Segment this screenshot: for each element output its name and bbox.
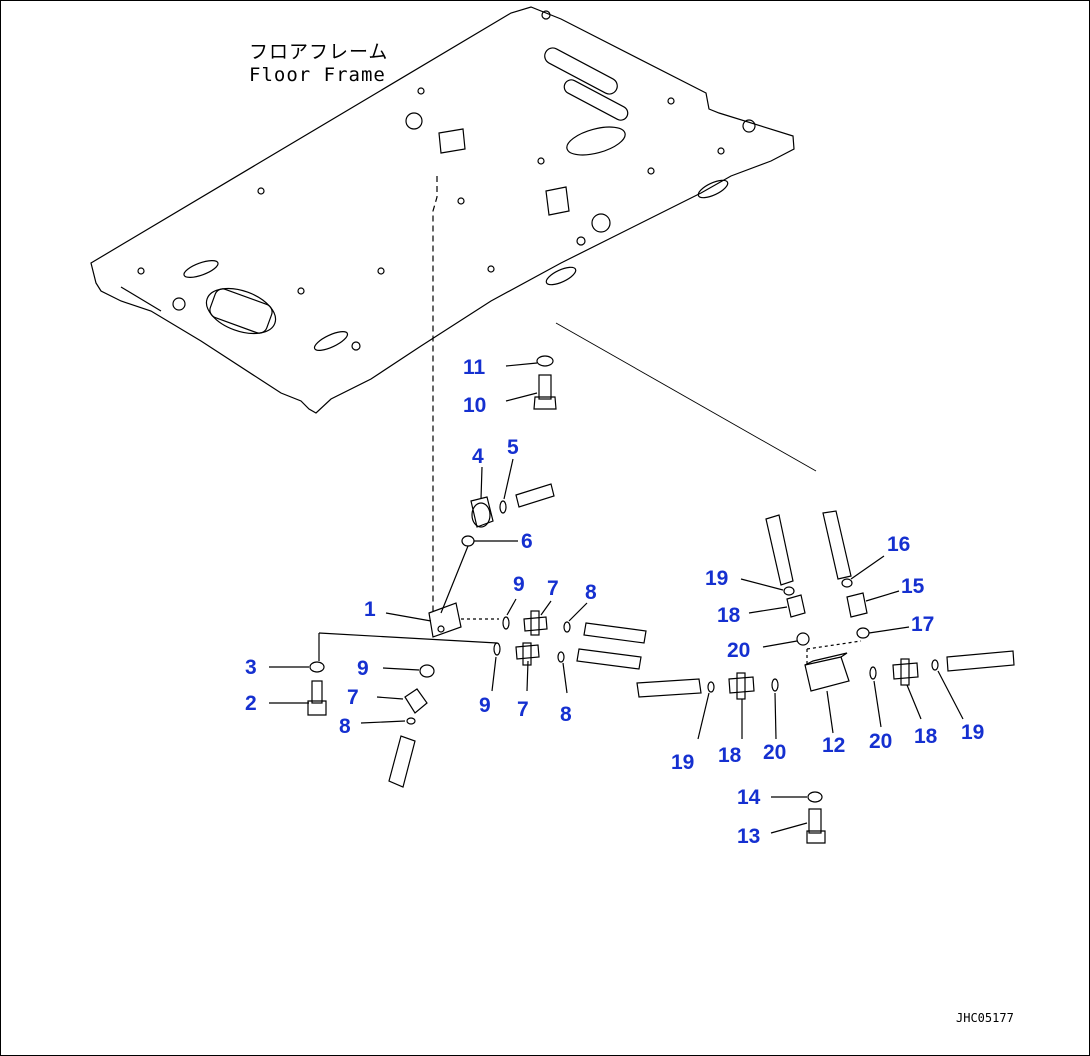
callout-16[interactable]: 16 [887,533,911,556]
drawing-code: JHC05177 [956,1011,1014,1025]
part-17-o-ring [856,626,910,639]
callout-12[interactable]: 12 [822,734,846,757]
part-20-o-ring-left [771,678,779,740]
callout-18-left[interactable]: 18 [718,744,742,767]
callout-7-lower[interactable]: 7 [347,686,359,709]
callout-4[interactable]: 4 [472,445,484,468]
callout-18[interactable]: 18 [717,604,741,627]
callout-1[interactable]: 1 [364,598,376,621]
part-15-elbow [846,590,900,618]
part-9-o-ring-lower [382,664,435,678]
part-20-o-ring-upper [762,632,810,648]
callout-15[interactable]: 15 [901,575,925,598]
callout-6[interactable]: 6 [521,530,533,553]
callout-20-right[interactable]: 20 [869,730,893,753]
callout-13[interactable]: 13 [737,825,761,848]
part-4-elbow-fitting [470,466,494,528]
part-6-o-ring [440,535,518,614]
part-13-bolt [770,808,826,844]
part-18-elbow-upper [748,594,806,618]
part-8-o-ring-middle [557,648,642,694]
part-16-o-ring [822,510,885,588]
part-9-o-ring-upper [502,598,517,630]
part-14-washer [771,791,823,803]
part-8-o-ring-upper [563,602,647,644]
part-10-bolt [505,374,557,410]
part-11-washer [505,355,554,367]
callout-7-middle[interactable]: 7 [517,698,529,721]
callout-9[interactable]: 9 [513,573,525,596]
part-18-tee-left [728,672,755,739]
callout-18-right[interactable]: 18 [914,725,938,748]
part-1-valve-block [318,602,499,661]
callout-10[interactable]: 10 [463,394,487,417]
floor-frame-title-en: Floor Frame [249,64,386,86]
callout-19[interactable]: 19 [705,567,729,590]
callout-19-left[interactable]: 19 [671,751,695,774]
part-8-o-ring-lower [360,717,416,788]
callout-9-lower[interactable]: 9 [357,657,369,680]
callout-8-middle[interactable]: 8 [560,703,572,726]
part-7-tee-middle [515,642,540,692]
callout-11[interactable]: 11 [463,356,486,379]
callout-8[interactable]: 8 [585,581,597,604]
part-3-washer [269,661,325,673]
part-12-block [804,640,862,734]
part-19-o-ring-left [636,678,715,740]
part-7-tee-upper [523,600,552,636]
floor-frame-title-jp: フロアフレーム [249,41,389,63]
part-19-o-ring-upper [740,514,795,596]
floor-frame-plate [90,6,795,414]
callout-19-right[interactable]: 19 [961,721,985,744]
part-20-o-ring-right [869,666,882,728]
part-2-bolt [269,680,327,716]
callout-14[interactable]: 14 [737,786,761,809]
floor-frame-title: フロアフレーム Floor Frame [249,41,388,87]
callout-5[interactable]: 5 [507,436,519,459]
callout-8-lower[interactable]: 8 [339,715,351,738]
callout-17[interactable]: 17 [911,613,935,636]
callout-2[interactable]: 2 [245,692,257,715]
callout-7[interactable]: 7 [547,577,559,600]
callout-9-middle[interactable]: 9 [479,694,491,717]
part-19-o-ring-right [931,650,1015,720]
callout-20[interactable]: 20 [727,639,751,662]
part-7-fitting-lower [376,688,428,714]
callout-3[interactable]: 3 [245,656,257,679]
part-9-o-ring-middle [491,642,501,692]
part-5-o-ring [499,458,555,514]
callout-20-left[interactable]: 20 [763,741,787,764]
part-18-tee-right [892,658,922,720]
